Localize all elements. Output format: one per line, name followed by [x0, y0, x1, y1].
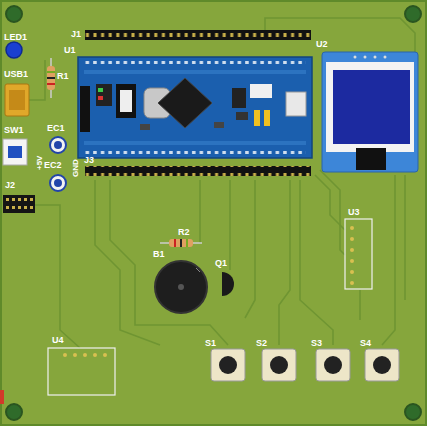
reference-label: R1 — [57, 72, 69, 81]
reference-label: USB1 — [4, 70, 28, 79]
led — [6, 42, 22, 58]
mounting-holes — [6, 6, 421, 420]
module-u3 — [345, 219, 372, 289]
reference-label: S1 — [205, 339, 216, 348]
reference-label: J3 — [84, 156, 94, 165]
usb-connector — [5, 84, 29, 116]
reference-label: B1 — [153, 250, 165, 259]
reference-label: U1 — [64, 46, 76, 55]
reference-label: +5V — [36, 156, 44, 170]
resistor-r1 — [47, 58, 55, 98]
transistor — [222, 272, 234, 296]
red-mark — [0, 390, 4, 404]
reference-label: U4 — [52, 336, 64, 345]
buzzer — [155, 261, 207, 313]
reference-label: J2 — [5, 181, 15, 190]
reference-label: EC1 — [47, 124, 65, 133]
reference-label: J1 — [71, 30, 81, 39]
reference-label: S3 — [311, 339, 322, 348]
header-j3 — [85, 166, 311, 176]
reference-label: S4 — [360, 339, 371, 348]
resistor-r2 — [160, 239, 202, 247]
reference-label: LED1 — [4, 33, 27, 42]
switch-sw1 — [3, 139, 27, 165]
stm32-module — [78, 57, 312, 158]
reference-label: R2 — [178, 228, 190, 237]
tact-switches — [211, 349, 399, 381]
header-j1 — [85, 30, 311, 40]
reference-label: EC2 — [44, 161, 62, 170]
reference-label: U2 — [316, 40, 328, 49]
traces — [28, 18, 415, 348]
reference-label: U3 — [348, 208, 360, 217]
reference-label: SW1 — [4, 126, 24, 135]
header-j2 — [3, 195, 35, 213]
reference-label: Q1 — [215, 259, 227, 268]
reference-label: S2 — [256, 339, 267, 348]
oled-module — [322, 52, 418, 172]
reference-label: GND — [72, 159, 80, 177]
module-u4 — [48, 348, 115, 395]
